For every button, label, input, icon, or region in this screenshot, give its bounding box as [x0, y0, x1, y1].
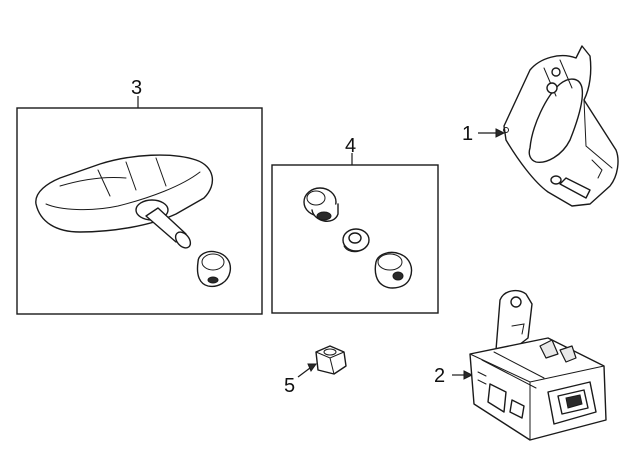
- callout-1: 1: [462, 123, 473, 145]
- seal-kit-group: 4: [271, 135, 439, 314]
- control-module: 2: [434, 289, 607, 441]
- callout-3: 3: [131, 77, 142, 99]
- sensor-assembly-frame: [16, 107, 263, 315]
- grommet: [303, 187, 339, 222]
- seal-kit-frame: [271, 164, 439, 314]
- washer: [342, 228, 370, 253]
- callout-5: 5: [284, 375, 295, 397]
- tire-pressure-sensor: [35, 154, 214, 249]
- callout-2: 2: [434, 365, 445, 387]
- valve-core-nut: [374, 251, 413, 289]
- valve-cap: [196, 250, 232, 288]
- sensor-assembly-group: 3: [16, 77, 263, 315]
- receiver-bracket: 1: [462, 45, 619, 207]
- callout-4: 4: [345, 135, 356, 157]
- hex-nut: 5: [284, 345, 347, 397]
